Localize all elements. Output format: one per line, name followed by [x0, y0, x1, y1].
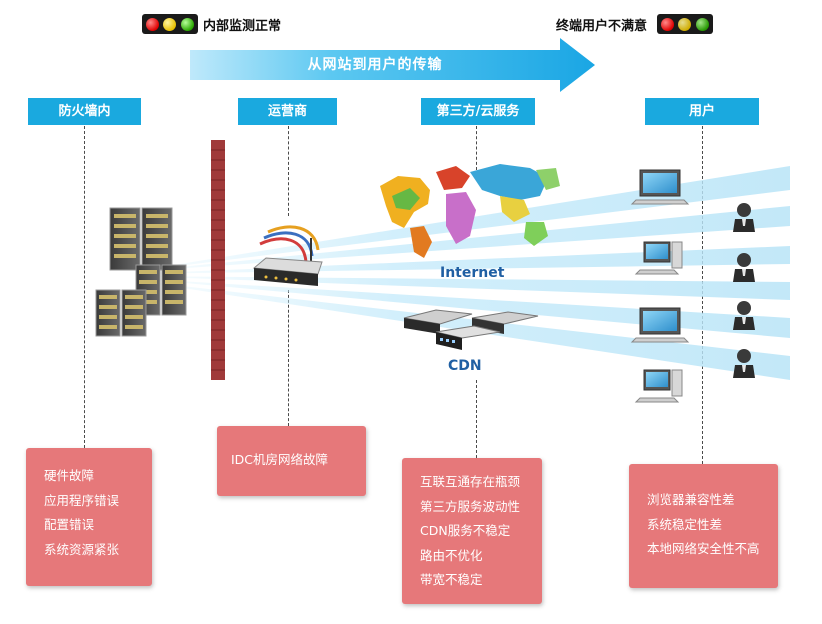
cdn-label: CDN: [448, 358, 482, 374]
router-icon: [252, 225, 323, 286]
issue-box-thirdparty: 互联互通存在瓶颈 第三方服务波动性 CDN服务不稳定 路由不优化 带宽不稳定: [402, 458, 542, 604]
network-switch-icon: [403, 309, 539, 350]
section-header-thirdparty: 第三方/云服务: [421, 98, 535, 125]
issue-item: 本地网络安全性不高: [647, 541, 760, 556]
issue-item: 配置错误: [44, 517, 95, 532]
yellow-lamp-icon: [678, 17, 692, 31]
issue-item: 互联互通存在瓶颈: [420, 474, 521, 489]
transmission-arrow: 从网站到用户的传输: [190, 38, 595, 94]
issue-item: 路由不优化: [420, 547, 483, 563]
internal-status-text: 内部监测正常: [203, 19, 282, 34]
issue-item: CDN服务不稳定: [420, 523, 511, 538]
arrow-right-icon: [190, 38, 595, 92]
issue-box-user: 浏览器兼容性差 系统稳定性差 本地网络安全性不高: [629, 464, 778, 588]
server-rack-icon: [95, 207, 187, 337]
world-map-icon: [380, 164, 560, 258]
issue-item: IDC机房网络故障: [231, 452, 329, 467]
divider-line: [288, 290, 289, 426]
issue-item: 带宽不稳定: [420, 572, 483, 587]
issue-item: 系统稳定性差: [647, 516, 723, 532]
section-header-user: 用户: [645, 98, 759, 125]
firewall-wall-icon: [211, 140, 225, 380]
red-lamp-icon: [146, 17, 160, 31]
user-icon: [733, 203, 755, 378]
enduser-status-text: 终端用户不满意: [556, 19, 648, 34]
computer-icon: [630, 169, 690, 403]
internet-label: Internet: [440, 265, 505, 281]
section-header-firewall: 防火墙内: [28, 98, 141, 125]
divider-line: [476, 126, 477, 170]
divider-line: [476, 380, 477, 458]
traffic-light-icon: [142, 14, 198, 34]
divider-line: [288, 126, 289, 216]
green-lamp-icon: [180, 17, 194, 31]
arrow-label: 从网站到用户的传输: [307, 57, 443, 73]
green-lamp-icon: [695, 17, 709, 31]
divider-line: [84, 126, 85, 448]
yellow-lamp-icon: [163, 17, 177, 31]
issue-item: 系统资源紧张: [44, 541, 120, 557]
red-lamp-icon: [661, 17, 675, 31]
issue-box-carrier: IDC机房网络故障: [217, 426, 366, 496]
traffic-light-icon: [657, 14, 713, 34]
issue-item: 应用程序错误: [44, 492, 120, 508]
issue-item: 浏览器兼容性差: [647, 492, 735, 507]
section-header-carrier: 运营商: [238, 98, 337, 125]
issue-item: 第三方服务波动性: [420, 498, 521, 514]
issue-box-firewall: 硬件故障 应用程序错误 配置错误 系统资源紧张: [26, 448, 152, 586]
issue-item: 硬件故障: [44, 468, 95, 483]
